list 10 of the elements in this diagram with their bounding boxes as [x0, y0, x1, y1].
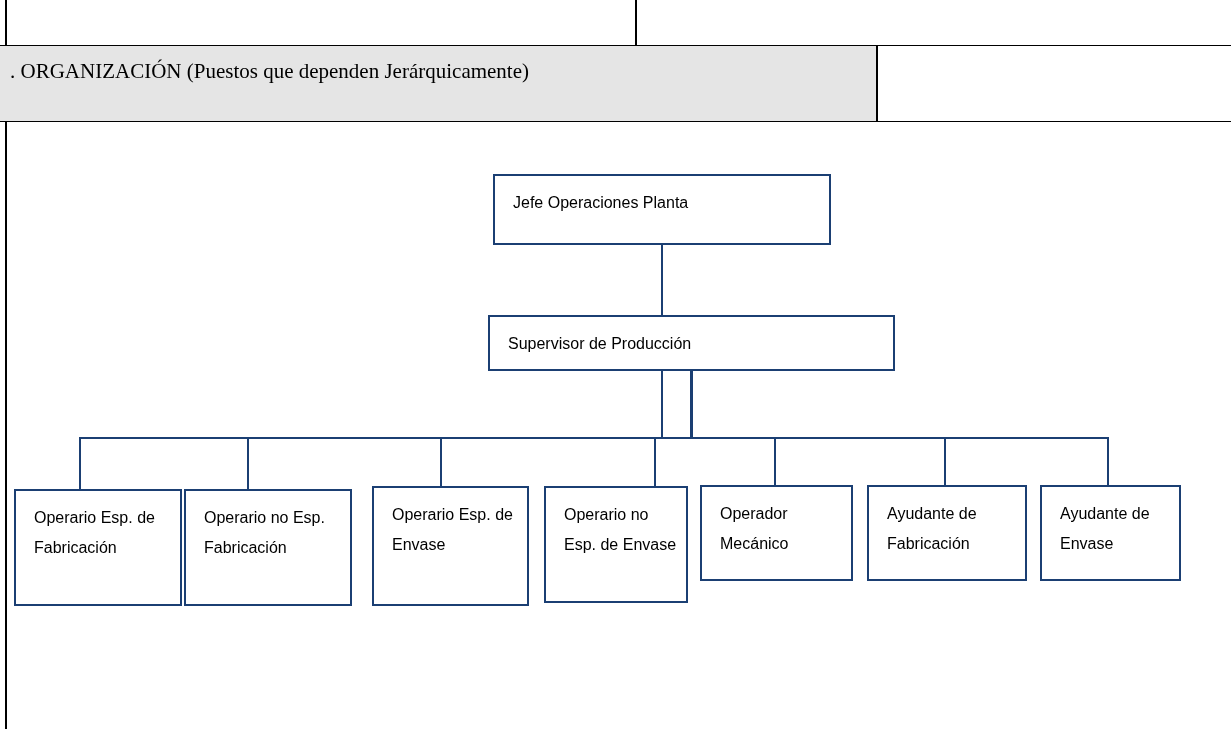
position-box: Operario Esp. de Envase — [372, 486, 529, 606]
position-box: Operario no Esp. de Envase — [544, 486, 688, 603]
position-box: Jefe Operaciones Planta — [493, 174, 831, 245]
position-box: Operador Mecánico — [700, 485, 853, 581]
position-box: Operario Esp. de Fabricación — [14, 489, 182, 606]
position-box: Operario no Esp. Fabricación — [184, 489, 352, 606]
position-box: Supervisor de Producción — [488, 315, 895, 371]
position-box: Ayudante de Fabricación — [867, 485, 1027, 581]
position-box: Ayudante de Envase — [1040, 485, 1181, 581]
section-heading: . ORGANIZACIÓN (Puestos que dependen Jerárquicamente) — [10, 58, 530, 85]
